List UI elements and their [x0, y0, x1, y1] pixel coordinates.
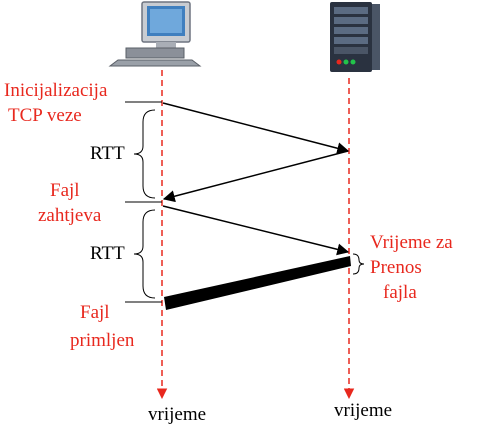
syn-arrow — [162, 102, 350, 155]
rtt-2-brace — [133, 209, 156, 299]
transfer-brace — [352, 253, 365, 275]
synack-arrow — [162, 150, 349, 203]
transfer-label-line1: Vrijeme za — [370, 232, 453, 253]
rtt-1-brace — [133, 109, 156, 199]
received-label-line2: primljen — [70, 330, 135, 351]
rtt-2-label: RTT — [90, 243, 125, 264]
init-label-line1: Inicijalizacija — [4, 80, 108, 101]
desktop-computer-icon — [108, 1, 202, 67]
server-time-label: vrijeme — [334, 400, 393, 421]
received-label-line1: Fajl — [80, 302, 110, 323]
transfer-label-line3: fajla — [383, 282, 417, 303]
request-label-line2: zahtjeva — [38, 205, 102, 226]
init-label-line2: TCP veze — [8, 105, 82, 126]
server-rack-icon — [330, 2, 380, 72]
file-transfer-bar — [164, 256, 351, 310]
request-label-line1: Fajl — [50, 180, 80, 201]
client-time-label: vrijeme — [148, 404, 207, 425]
request-arrow — [162, 205, 350, 256]
transfer-label-line2: Prenos — [370, 257, 422, 278]
rtt-1-label: RTT — [90, 143, 125, 164]
